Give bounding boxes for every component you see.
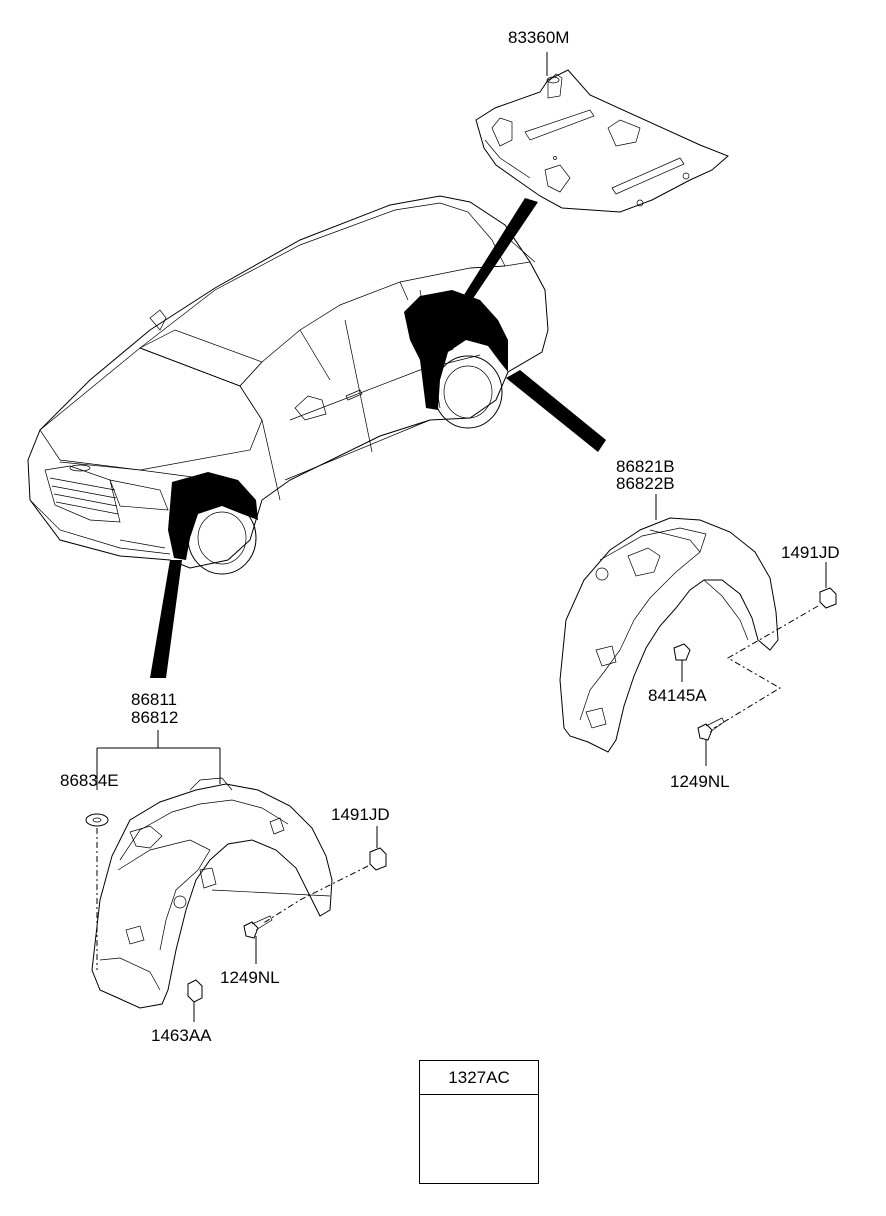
leader-band-under-cover	[462, 198, 538, 300]
label-86821b: 86821B	[616, 457, 675, 476]
rear-guard-highlight	[404, 290, 508, 410]
label-86822b: 86822B	[616, 474, 675, 493]
front-guard-highlight	[168, 472, 258, 560]
front-bolt	[187, 979, 203, 1022]
front-screw	[243, 915, 273, 964]
label-front-1491jd: 1491JD	[331, 805, 390, 824]
label-86811: 86811	[131, 690, 178, 709]
callout-box: 1327AC	[419, 1060, 539, 1184]
label-86834e: 86834E	[60, 771, 119, 790]
under-cover-83360m	[475, 52, 729, 213]
rear-wheel-guard	[559, 494, 779, 753]
rear-screw	[697, 717, 725, 766]
rear-clip	[819, 562, 837, 609]
label-front-1249nl: 1249NL	[220, 968, 280, 987]
leader-band-front	[150, 560, 182, 678]
label-83360m: 83360M	[508, 28, 570, 47]
front-wheel-guard	[91, 777, 333, 1009]
front-washer	[85, 813, 109, 827]
label-rear-1249nl: 1249NL	[670, 772, 730, 791]
car-illustration	[27, 195, 549, 575]
label-rear-1491jd: 1491JD	[781, 543, 840, 562]
rear-nut	[673, 643, 691, 682]
leader-band-rear	[506, 370, 606, 452]
front-clip	[369, 826, 387, 871]
label-84145a: 84145A	[648, 686, 707, 705]
callout-title: 1327AC	[420, 1061, 538, 1095]
label-86812: 86812	[131, 708, 179, 727]
rear-clip-dashline	[713, 605, 819, 729]
label-1463aa: 1463AA	[151, 1026, 212, 1045]
